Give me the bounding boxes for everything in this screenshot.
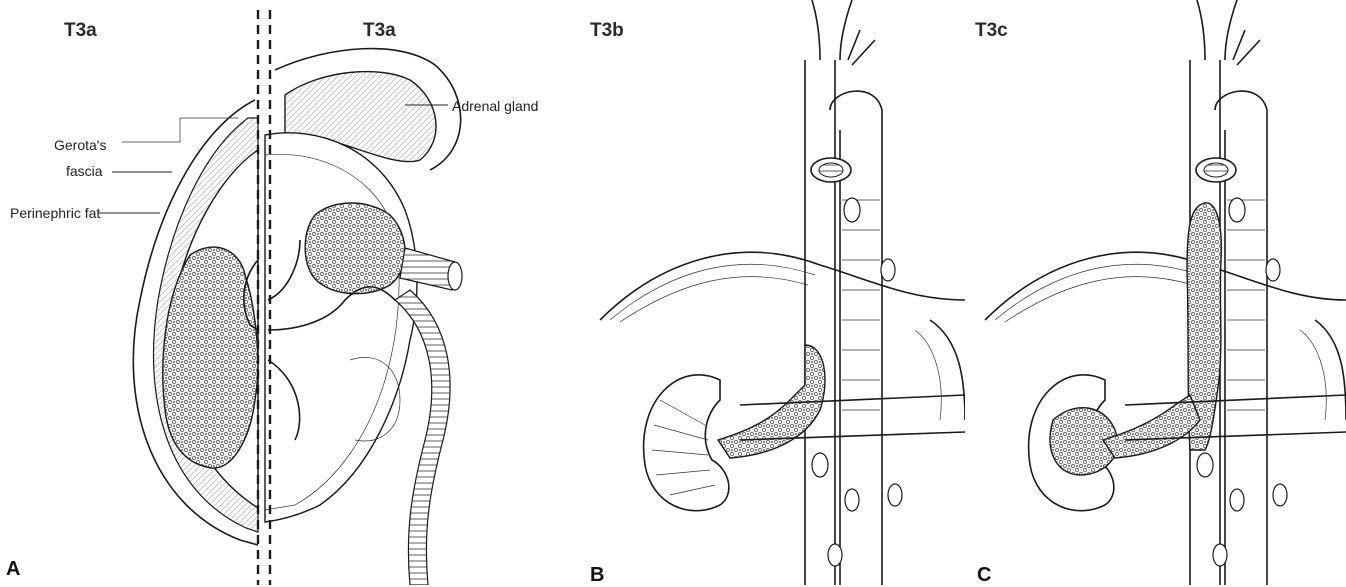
lymph-node [1197,453,1213,477]
perinephric-fat-label: Perinephric fat [10,204,100,222]
left-tumor-mass [163,247,258,468]
panel-b-venous-extension: T3b B [590,0,965,585]
lymph-node [828,544,842,566]
lymph-node [1230,489,1244,511]
ivc-vessel [805,60,835,585]
lymph-node [881,259,895,281]
left-kidney-edge [930,320,965,420]
panel-b-letter: B [590,564,604,587]
lymph-node [1229,198,1245,222]
renal-vein-opening [448,262,462,290]
adrenal-gland-label: Adrenal gland [452,97,538,115]
right-tumor-mass [305,203,405,294]
left-kidney-edge [1315,320,1346,420]
lymph-node [844,198,860,222]
panel-a-kidney-cross-section: T3a T3a Adrenal gland Gerota's fascia Pe… [0,0,575,585]
panel-c-supradiaphragm-extension: T3c C [975,0,1346,585]
lymph-node [888,484,902,506]
ivc-thrombus-illustration-c [975,0,1346,585]
lymph-node [845,489,859,511]
diaphragm [985,252,1346,320]
gerota-leader-line [122,118,238,142]
ivc-thrombus-illustration [590,0,965,585]
right-kidney-cortex [265,133,417,522]
panel-b-header: T3b [590,20,624,42]
lymph-node [812,453,828,477]
lymph-node [1273,484,1287,506]
gerota-fascia-label-line1: Gerota's [54,136,106,154]
panel-a-letter: A [6,558,20,581]
panel-a-right-header: T3a [363,20,396,42]
diaphragm [600,252,965,320]
panel-c-header: T3c [975,20,1008,42]
panel-c-letter: C [977,564,991,587]
lymph-node [1266,259,1280,281]
panel-a-left-header: T3a [64,20,97,42]
gerota-fascia-label-line2: fascia [66,162,103,180]
lymph-node [1213,544,1227,566]
kidney-illustration [0,0,575,585]
right-kidney [644,375,729,511]
